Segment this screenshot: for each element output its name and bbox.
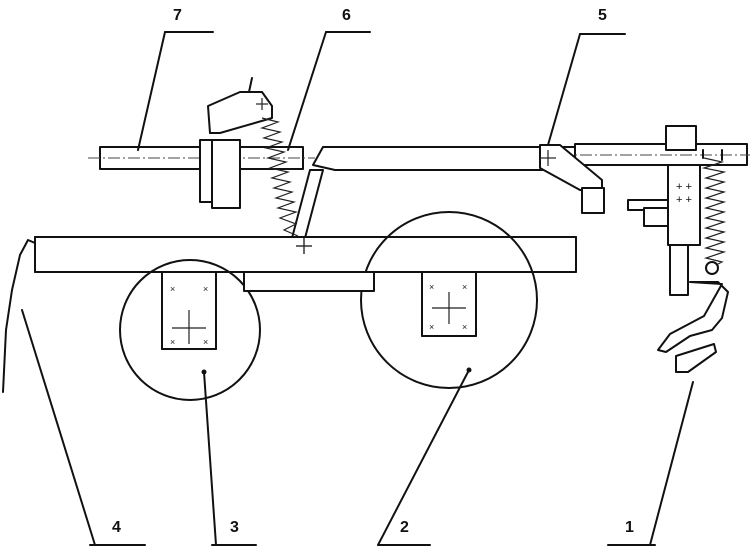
label-3: 3 [230,519,239,536]
diagonal-strut [291,169,324,239]
left-spring-assembly [199,77,299,237]
svg-text:×: × [170,337,175,347]
svg-text:+ +: + + [676,181,692,193]
label-2: 2 [400,519,409,536]
leader-lines [21,31,694,546]
label-7: 7 [173,7,182,24]
svg-text:×: × [170,284,175,294]
svg-text:×: × [462,322,467,332]
svg-text:+ +: + + [676,194,692,206]
front-tine [2,239,36,393]
svg-text:×: × [429,322,434,332]
beam-bracket [539,144,605,214]
svg-text:×: × [429,282,434,292]
svg-text:×: × [462,282,467,292]
wheel-large: × × × × [360,211,538,389]
center-block [243,271,375,292]
svg-text:×: × [203,284,208,294]
coil-spring-left [259,117,299,237]
coil-spring-right [701,157,727,269]
svg-text:×: × [203,337,208,347]
label-4: 4 [112,519,121,536]
label-1: 1 [625,519,634,536]
label-6: 6 [342,7,351,24]
wheel-small: × × × × [119,259,261,401]
right-spring-assembly: + + + + [627,125,729,373]
label-5: 5 [598,7,607,24]
